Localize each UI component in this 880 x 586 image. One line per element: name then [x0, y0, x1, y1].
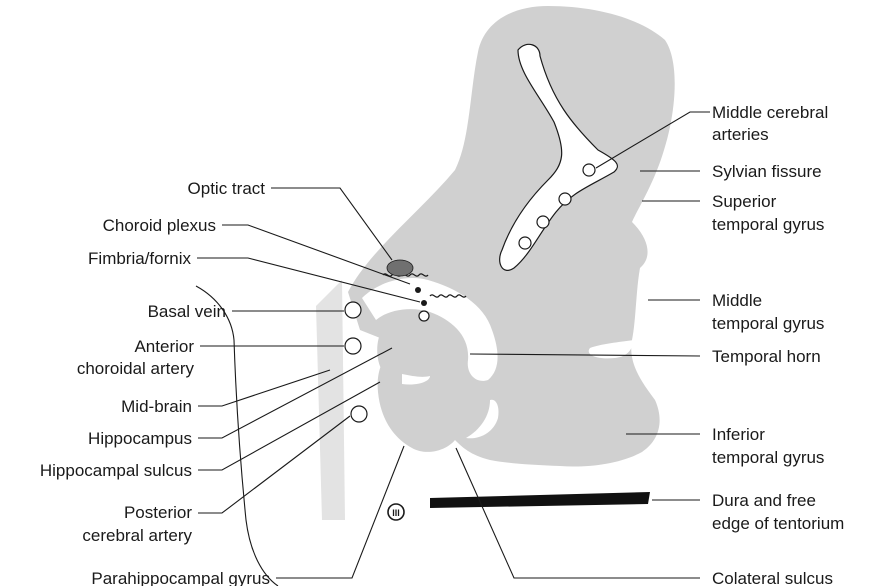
label-choroid-plexus: Choroid plexus: [103, 216, 216, 235]
leader-collateral: [456, 448, 700, 578]
anterior-choroidal-artery: [345, 338, 361, 354]
label-dura-1: Dura and free: [712, 491, 816, 510]
label-inferior-temporal-1: Inferior: [712, 425, 765, 444]
mca-vessel-3: [537, 216, 549, 228]
label-posterior-cerebral-1: Posterior: [124, 503, 192, 522]
label-hippocampal-sulcus: Hippocampal sulcus: [40, 461, 192, 480]
basal-vein: [345, 302, 361, 318]
leader-hippocampus: [198, 348, 392, 438]
posterior-cerebral-artery: [351, 406, 367, 422]
leader-mid-brain: [198, 370, 330, 406]
label-temporal-horn: Temporal horn: [712, 347, 821, 366]
optic-tract: [387, 260, 413, 276]
mid-brain-shading: [316, 280, 345, 520]
label-middle-temporal-1: Middle: [712, 291, 762, 310]
label-fimbria-fornix: Fimbria/fornix: [88, 249, 191, 268]
mca-vessel-4: [519, 237, 531, 249]
midbrain-outline: [196, 286, 278, 586]
small-vessel-ring: [419, 311, 429, 321]
label-inferior-temporal-2: temporal gyrus: [712, 448, 824, 467]
label-optic-tract: Optic tract: [188, 179, 266, 198]
mca-vessel-2: [559, 193, 571, 205]
label-mid-brain: Mid-brain: [121, 397, 192, 416]
label-parahippocampal-gyrus: Parahippocampal gyrus: [91, 569, 270, 586]
mca-vessel-1: [583, 164, 595, 176]
label-posterior-cerebral-2: cerebral artery: [82, 526, 192, 545]
dura-tentorium: [430, 492, 650, 508]
label-middle-cerebral-2: arteries: [712, 125, 769, 144]
label-collateral-sulcus: Colateral sulcus: [712, 569, 833, 586]
choroid-dot: [415, 287, 421, 293]
label-hippocampus: Hippocampus: [88, 429, 192, 448]
third-nerve-label: III: [392, 508, 400, 518]
label-superior-temporal-1: Superior: [712, 192, 777, 211]
fimbria-dot: [421, 300, 427, 306]
label-middle-cerebral-1: Middle cerebral: [712, 103, 828, 122]
label-sylvian-fissure: Sylvian fissure: [712, 162, 822, 181]
leader-optic-tract: [271, 188, 392, 260]
label-dura-2: edge of tentorium: [712, 514, 844, 533]
label-anterior-choroidal-2: choroidal artery: [77, 359, 195, 378]
label-anterior-choroidal-1: Anterior: [134, 337, 194, 356]
label-superior-temporal-2: temporal gyrus: [712, 215, 824, 234]
leader-hippocampal-sulcus: [198, 382, 380, 470]
label-middle-temporal-2: temporal gyrus: [712, 314, 824, 333]
label-basal-vein: Basal vein: [148, 302, 226, 321]
